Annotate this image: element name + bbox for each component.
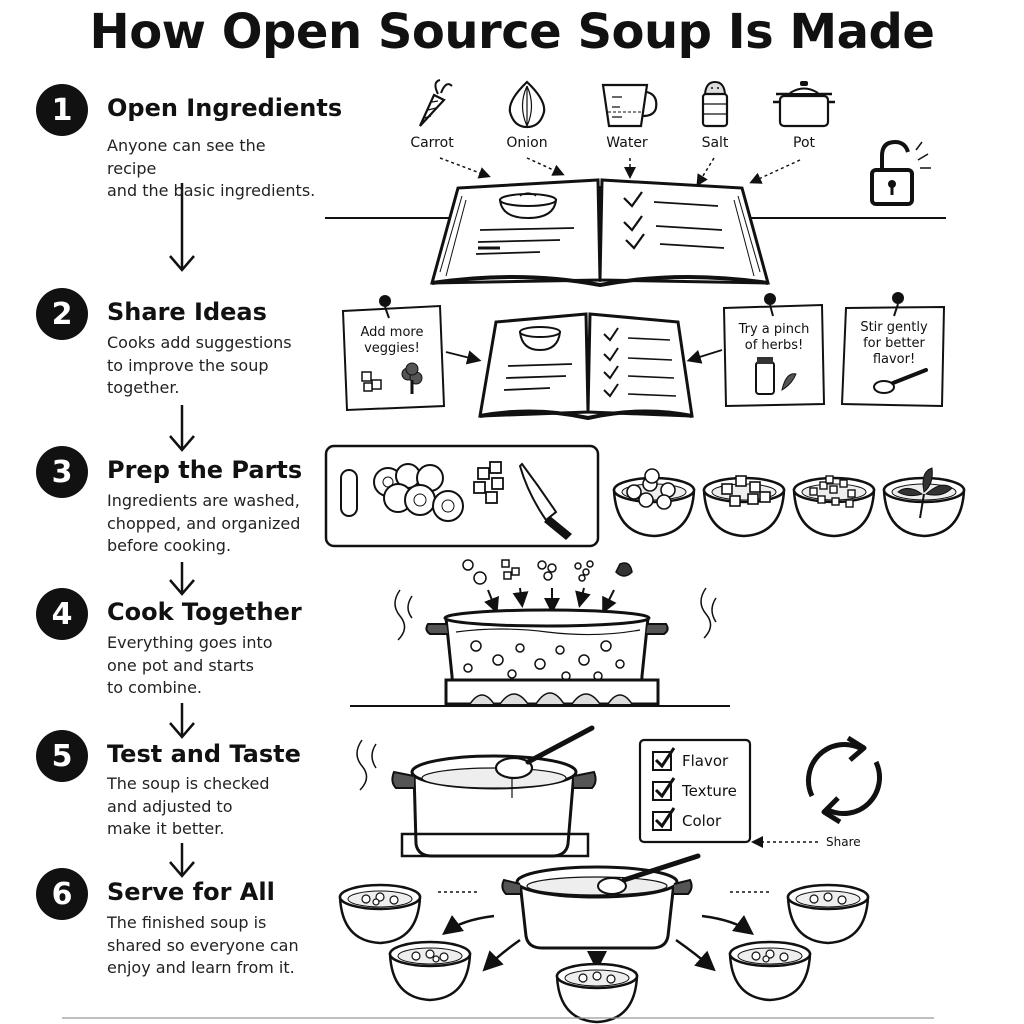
measuring-cup-icon xyxy=(601,83,658,128)
step-1-title: Open Ingredients xyxy=(107,94,343,122)
note-line: flavor! xyxy=(872,352,916,367)
note-herbs-text: Try a pinch of herbs! xyxy=(727,322,821,354)
shared-book xyxy=(478,312,694,421)
cutting-board xyxy=(324,444,600,548)
share-label: Share xyxy=(826,835,861,849)
page-title: How Open Source Soup Is Made xyxy=(89,4,935,60)
step-5-description: The soup is checked and adjusted to make… xyxy=(107,773,317,841)
onion-icon xyxy=(508,80,546,129)
note-line: veggies! xyxy=(364,341,420,356)
note-line: for better xyxy=(863,336,925,351)
tasting-pot xyxy=(391,725,597,858)
flow-arrows xyxy=(169,183,195,878)
note-line: of herbs! xyxy=(744,338,804,353)
step-4-line: to combine. xyxy=(107,678,202,697)
step-2-line: together. xyxy=(107,378,180,397)
stove-burner xyxy=(350,678,730,707)
ingredient-label-water: Water xyxy=(606,135,648,151)
cooking-pot xyxy=(425,608,669,692)
step-4-description: Everything goes into one pot and starts … xyxy=(107,632,317,700)
step-4-title: Cook Together xyxy=(107,598,302,626)
recipe-book xyxy=(325,178,946,288)
ingredient-label-onion: Onion xyxy=(506,135,548,151)
carrot-icon xyxy=(418,79,453,127)
checklist-item-flavor: Flavor xyxy=(682,752,729,770)
step-1-badge: 1 xyxy=(36,84,88,136)
checklist-item-color: Color xyxy=(682,812,722,830)
step-6-line: shared so everyone can xyxy=(107,935,299,955)
step-3-line: Ingredients are washed, xyxy=(107,491,300,510)
step-3-description: Ingredients are washed, chopped, and org… xyxy=(107,490,317,558)
step-1-description: Anyone can see the recipe and the basic … xyxy=(107,135,317,203)
serving-bowls xyxy=(338,883,870,1024)
step-5-title: Test and Taste xyxy=(107,740,301,768)
ingredient-label-carrot: Carrot xyxy=(410,135,454,151)
padlock-icon xyxy=(870,139,931,206)
step-6-badge: 6 xyxy=(36,868,88,920)
prep-bowls xyxy=(612,467,966,538)
serving-arrows xyxy=(441,914,755,972)
steam-lines xyxy=(394,587,717,641)
salt-shaker-icon xyxy=(701,80,729,128)
step-2-badge: 2 xyxy=(36,288,88,340)
falling-ingredients xyxy=(462,559,633,585)
step-4-line: one pot and starts xyxy=(107,655,254,675)
step-1-line: Anyone can see the recipe xyxy=(107,136,266,178)
note-veggies-text: Add more veggies! xyxy=(346,325,438,357)
note-line: Try a pinch xyxy=(738,322,810,337)
step-2-line: Cooks add suggestions xyxy=(107,333,292,352)
step-6-line: enjoy and learn from it. xyxy=(107,958,295,977)
step-6-description: The finished soup is shared so everyone … xyxy=(107,912,347,980)
step-6-title: Serve for All xyxy=(107,878,275,906)
step-4-line: Everything goes into xyxy=(107,633,273,652)
step-5-line: The soup is checked xyxy=(107,774,270,793)
note-stir-text: Stir gently for better flavor! xyxy=(846,320,942,368)
note-line: Stir gently xyxy=(860,320,928,335)
cycle-arrows-icon xyxy=(806,735,882,825)
step-5-badge: 5 xyxy=(36,730,88,782)
checklist-item-texture: Texture xyxy=(682,782,737,800)
step-2-line: to improve the soup xyxy=(107,355,269,375)
step-3-badge: 3 xyxy=(36,446,88,498)
pot-icon xyxy=(773,81,835,128)
step-3-title: Prep the Parts xyxy=(107,456,303,484)
ingredient-label-salt: Salt xyxy=(701,135,729,151)
step-2-description: Cooks add suggestions to improve the sou… xyxy=(107,332,317,400)
ingredient-label-pot: Pot xyxy=(793,135,815,151)
note-line: Add more xyxy=(360,325,424,340)
step-5-line: make it better. xyxy=(107,819,225,838)
step-1-line: and the basic ingredients. xyxy=(107,181,316,200)
step-5-line: and adjusted to xyxy=(107,796,233,816)
quality-checklist xyxy=(638,738,752,844)
ingredient-arrows xyxy=(439,157,801,187)
step-4-badge: 4 xyxy=(36,588,88,640)
note-card-herbs xyxy=(686,293,826,408)
step-3-line: before cooking. xyxy=(107,536,232,555)
step-2-title: Share Ideas xyxy=(107,298,267,326)
step-3-line: chopped, and organized xyxy=(107,513,301,533)
note-card-stir xyxy=(840,292,946,408)
step-6-line: The finished soup is xyxy=(107,913,267,932)
serving-pot xyxy=(501,853,701,950)
note-card-veggies xyxy=(341,295,482,412)
ingredient-drop-arrows xyxy=(484,587,617,614)
steam-lines-taste xyxy=(356,739,377,791)
